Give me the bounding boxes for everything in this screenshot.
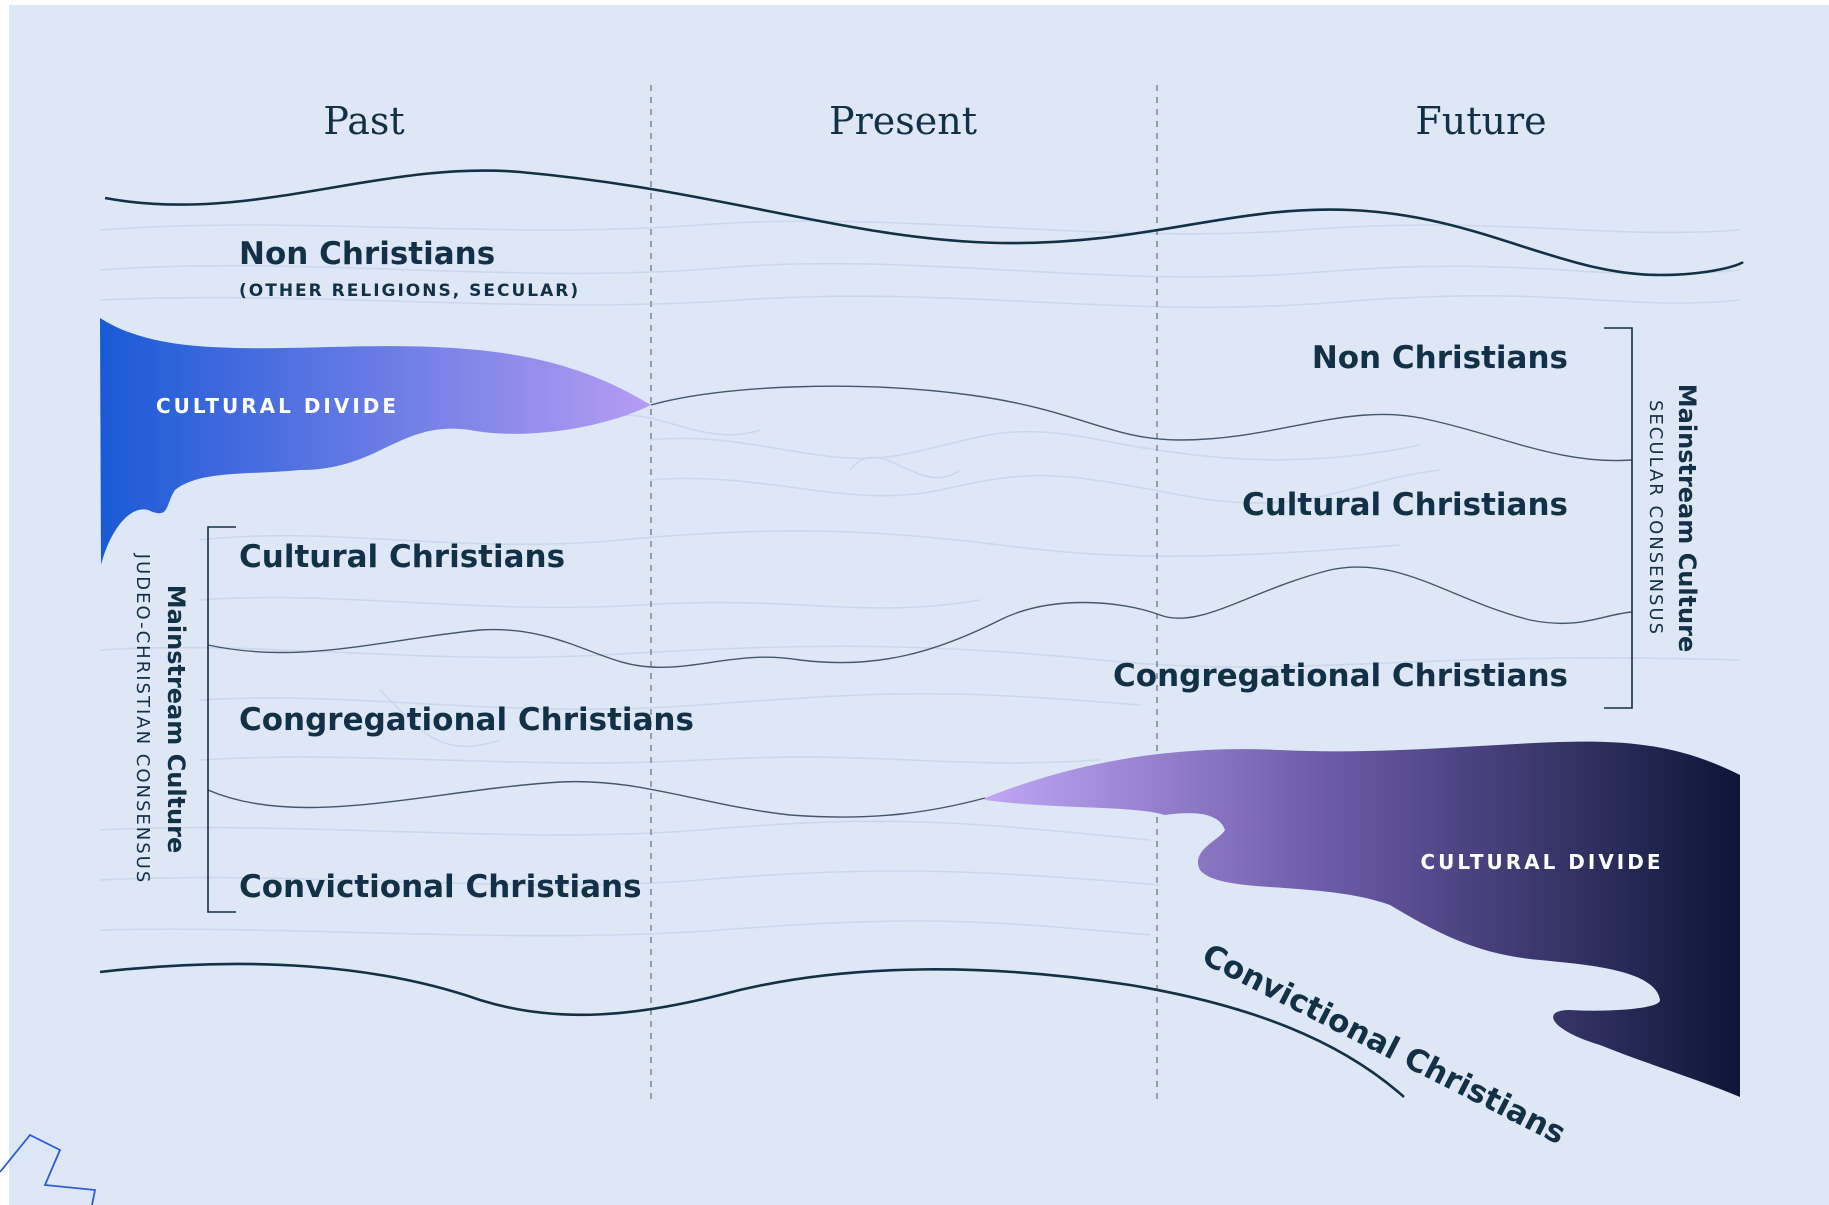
future-congregational-christians-label: Congregational Christians bbox=[1113, 658, 1568, 694]
thin-divider-lines bbox=[207, 385, 1633, 818]
background-flow-lines bbox=[99, 220, 1741, 937]
past-bracket-subtitle: JUDEO-CHRISTIAN CONSENSUS bbox=[132, 553, 153, 885]
past-cultural-divide-label: CULTURAL DIVIDE bbox=[156, 394, 399, 418]
future-non-christians-label: Non Christians bbox=[1312, 340, 1568, 376]
line-congregational-convictional bbox=[207, 780, 986, 818]
bottom-boundary-line bbox=[99, 962, 1405, 1098]
past-congregational-christians-label: Congregational Christians bbox=[239, 702, 694, 738]
future-cultural-christians-label: Cultural Christians bbox=[1242, 487, 1568, 523]
past-bracket-title: Mainstream Culture bbox=[162, 585, 190, 853]
past-cultural-christians-label: Cultural Christians bbox=[239, 539, 565, 575]
past-non-christians-label: Non Christians bbox=[239, 236, 495, 272]
future-cultural-divide-shape bbox=[985, 741, 1740, 1097]
past-convictional-christians-label: Convictional Christians bbox=[239, 869, 642, 905]
era-heading-future: Future bbox=[1415, 99, 1546, 143]
past-cultural-divide-shape bbox=[100, 318, 651, 565]
future-bracket bbox=[1604, 327, 1633, 709]
era-heading-present: Present bbox=[829, 99, 977, 143]
past-non-christians-note: (OTHER RELIGIONS, SECULAR) bbox=[239, 281, 580, 301]
corner-squiggle-decoration bbox=[0, 1133, 97, 1205]
background-panel bbox=[9, 5, 1829, 1205]
top-boundary-line bbox=[104, 169, 1744, 277]
future-cultural-divide-label: CULTURAL DIVIDE bbox=[1420, 850, 1663, 874]
line-divide-present-future bbox=[650, 385, 1633, 462]
future-bracket-subtitle: SECULAR CONSENSUS bbox=[1645, 400, 1666, 636]
future-bracket-title: Mainstream Culture bbox=[1673, 384, 1701, 652]
era-heading-past: Past bbox=[323, 99, 404, 143]
past-bracket bbox=[207, 526, 236, 913]
line-cultural-congregational bbox=[207, 566, 1633, 669]
